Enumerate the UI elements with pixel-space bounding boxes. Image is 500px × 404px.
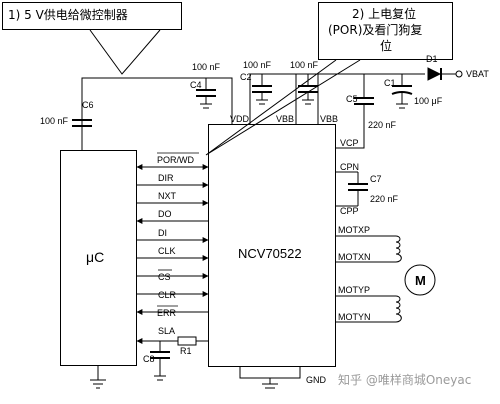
label-c6: C6 (82, 100, 94, 110)
pin-label-gnd: GND (306, 375, 327, 385)
label-c7: C7 (370, 174, 382, 184)
label-c5: C5 (346, 94, 358, 104)
callout-1-text: 1) 5 V供电给微控制器 (8, 8, 128, 22)
motor-symbol (404, 264, 436, 296)
signal-label-clr: CLR (158, 290, 177, 300)
pin-label-cpp: CPP (340, 206, 359, 216)
label-r1: R1 (180, 346, 192, 356)
callout-box-2 (318, 2, 453, 60)
signal-label-di: DI (158, 228, 167, 238)
pin-label-cpn: CPN (340, 162, 359, 172)
ncv70522-chip-block (208, 124, 336, 367)
vbb-rail (249, 73, 425, 124)
value-c2: 100 nF (243, 60, 272, 70)
pin-label-vcp: VCP (340, 138, 359, 148)
signal-label-cs: CS (158, 272, 171, 282)
label-vbat: VBAT (466, 69, 489, 79)
label-c1: C1 (384, 78, 396, 88)
value-c6: 100 nF (40, 116, 69, 126)
value-c4: 100 nF (192, 62, 221, 72)
callout-2-line-2: (POR)及看门狗复 (328, 23, 423, 37)
signal-label-err: ERR (157, 308, 177, 318)
value-c7: 220 nF (370, 194, 399, 204)
pin-label-vdd: VDD (230, 114, 250, 124)
value-c5: 220 nF (368, 120, 397, 130)
signal-label-sla: SLA (158, 326, 175, 336)
pin-label-motyn: MOTYN (338, 312, 371, 322)
label-c4: C4 (190, 80, 202, 90)
watermark-text: 知乎 @唯样商城Oneyac (338, 372, 471, 387)
pin-label-motyp: MOTYP (338, 285, 370, 295)
signal-label-dir: DIR (158, 173, 174, 183)
microcontroller-label: μC (86, 249, 104, 265)
callout-1-pointer (89, 29, 161, 75)
callout-2-line-1: 2) 上电复位 (352, 7, 417, 21)
callout-2-line-3: 位 (380, 39, 393, 53)
pin-label-vbb-1: VBB (276, 114, 294, 124)
label-c2: C2 (240, 72, 252, 82)
pin-label-motxp: MOTXP (338, 225, 370, 235)
motor-label: M (415, 273, 426, 288)
chip-label: NCV70522 (238, 246, 302, 261)
signal-label-clk: CLK (158, 246, 176, 256)
signal-label-do: DO (158, 209, 172, 219)
callout-box-1 (2, 2, 182, 30)
microcontroller-block (60, 150, 137, 366)
signal-label-nxt: NXT (158, 191, 177, 201)
pin-label-motxn: MOTXN (338, 252, 371, 262)
value-c3: 100 nF (290, 60, 319, 70)
signal-label-por-wd: POR/WD (157, 155, 194, 165)
label-d1: D1 (426, 54, 438, 64)
value-c1: 100 μF (414, 96, 443, 106)
label-c8: C8 (143, 354, 155, 364)
pin-label-vbb-2: VBB (320, 114, 338, 124)
